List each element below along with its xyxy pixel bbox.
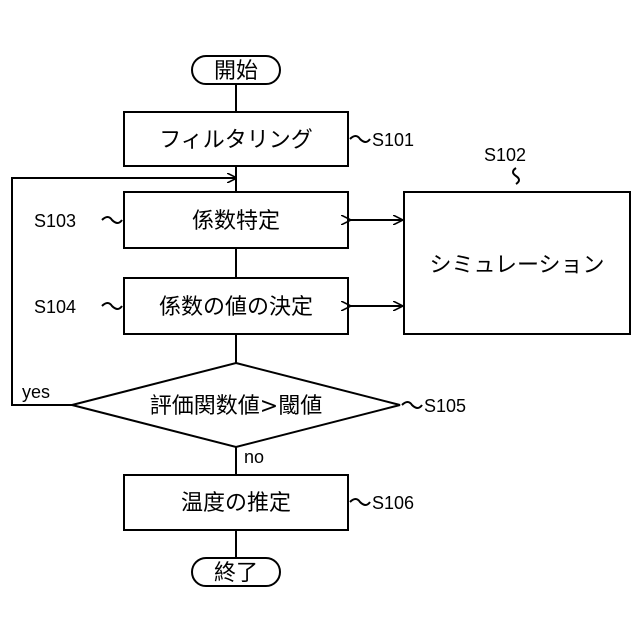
- start-label: 開始: [214, 59, 258, 84]
- s101-leader: [350, 136, 370, 142]
- s102-id: S102: [484, 145, 526, 165]
- s105-leader: [402, 402, 422, 408]
- s106-leader: [350, 499, 370, 505]
- step-filtering: フィルタリング: [124, 112, 348, 166]
- s103-leader: [102, 217, 122, 223]
- s102-leader: [513, 168, 519, 184]
- decision-label: 評価関数値>閾値: [150, 394, 322, 419]
- s104-leader: [102, 303, 122, 309]
- coef-identify-label: 係数特定: [192, 209, 280, 234]
- s101-id: S101: [372, 130, 414, 150]
- start-terminal: 開始: [192, 56, 280, 84]
- decision-diamond: 評価関数値>閾値: [72, 363, 400, 447]
- estimate-label: 温度の推定: [181, 491, 291, 516]
- end-label: 終了: [214, 561, 258, 586]
- step-coefficient-identify: 係数特定: [124, 192, 348, 248]
- simulation-label: シミュレーション: [429, 253, 604, 278]
- simulation-block: シミュレーション: [404, 192, 630, 334]
- s105-id: S105: [424, 396, 466, 416]
- end-terminal: 終了: [192, 558, 280, 586]
- yes-label: yes: [22, 382, 50, 402]
- step-coefficient-value: 係数の値の決定: [124, 278, 348, 334]
- s106-id: S106: [372, 493, 414, 513]
- no-label: no: [244, 447, 264, 467]
- filtering-label: フィルタリング: [159, 128, 313, 153]
- s104-id: S104: [34, 297, 76, 317]
- step-temperature-estimate: 温度の推定: [124, 475, 348, 530]
- coef-value-label: 係数の値の決定: [159, 295, 313, 320]
- s103-id: S103: [34, 211, 76, 231]
